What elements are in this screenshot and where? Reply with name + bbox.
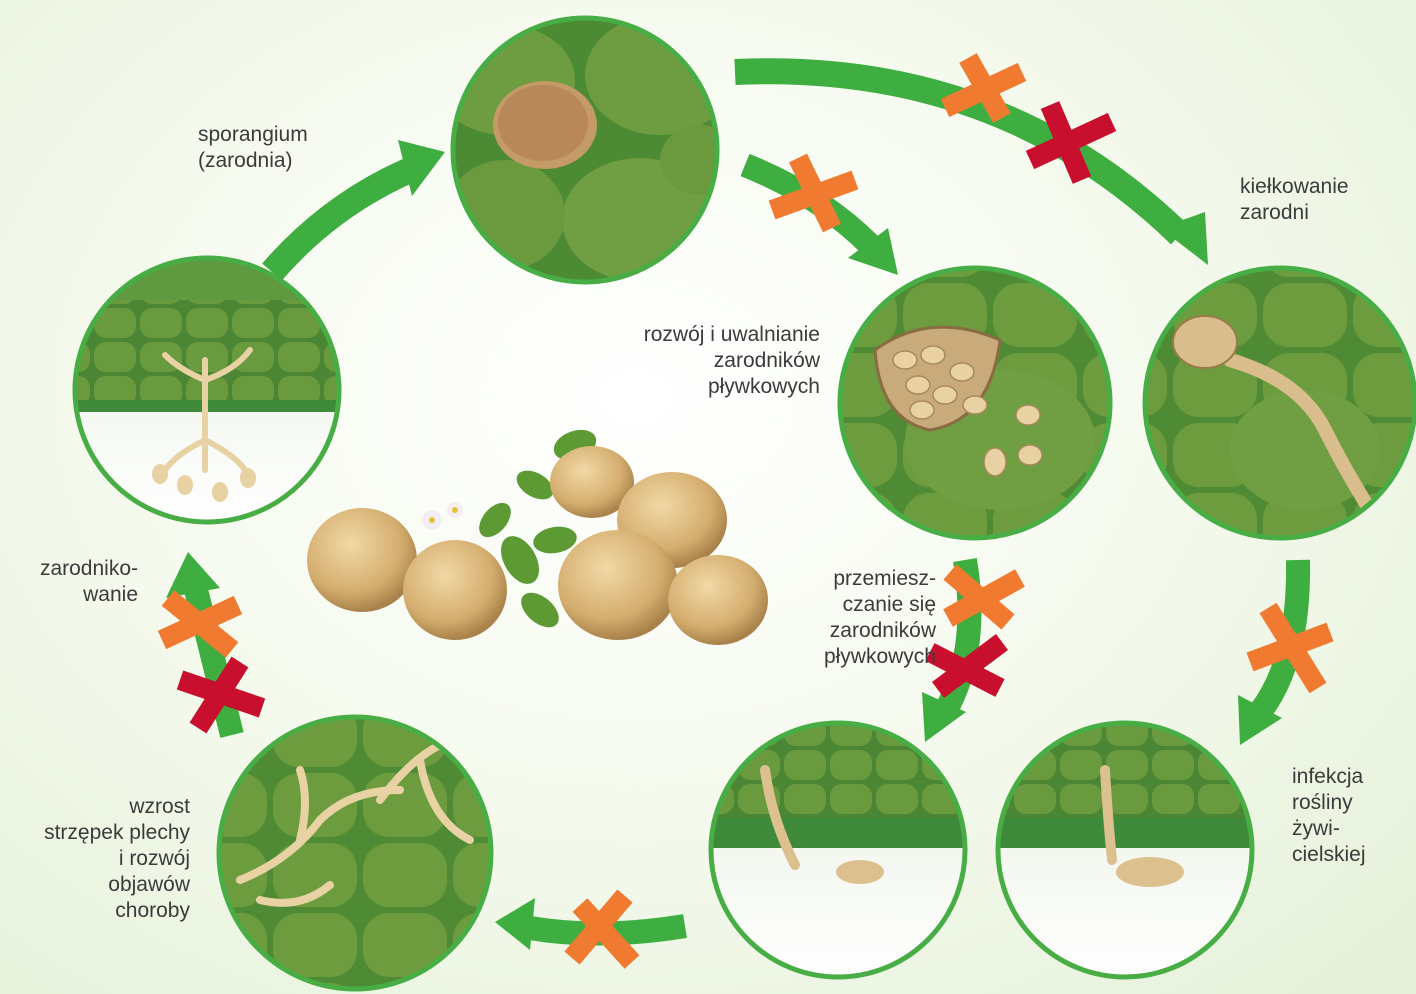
label-host-infection: infekcja rośliny żywi- cielskiej [1292, 764, 1366, 868]
label-line: żywi- [1292, 816, 1366, 842]
label-line: choroby [44, 898, 190, 924]
label-line: strzępek plechy [44, 820, 190, 846]
label-line: czanie się [824, 592, 936, 618]
circle-sporulation [75, 258, 340, 523]
label-line: cielskiej [1292, 842, 1366, 868]
germinating-sporangium-icon [1173, 316, 1237, 368]
circle-zoospore-release [835, 265, 1115, 545]
label-line: infekcja [1292, 764, 1366, 790]
circle-sporangium [435, 10, 740, 290]
potato-flowers [422, 502, 463, 530]
circle-infection [995, 720, 1255, 980]
potato-plant-image [307, 424, 768, 645]
label-line: rozwój i uwalnianie [644, 322, 820, 348]
label-line: wzrost [44, 794, 190, 820]
label-hyphae-growth: wzrost strzępek plechy i rozwój objawów … [44, 794, 190, 924]
label-line: przemiesz- [824, 566, 936, 592]
label-line: zarodników [644, 348, 820, 374]
label-line: rośliny [1292, 790, 1366, 816]
label-line: sporangium [198, 122, 308, 148]
label-zoospore-movement: przemiesz- czanie się zarodników pływkow… [824, 566, 936, 670]
label-sporangium: sporangium (zarodnia) [198, 122, 308, 174]
circle-germination [1140, 265, 1416, 545]
label-sporangium-germination: kiełkowanie zarodni [1240, 174, 1349, 226]
label-line: pływkowych [644, 374, 820, 400]
label-zoospore-release: rozwój i uwalnianie zarodników pływkowyc… [644, 322, 820, 400]
label-line: wanie [40, 582, 138, 608]
label-sporulation: zarodniko- wanie [40, 556, 138, 608]
label-line: pływkowych [824, 644, 936, 670]
circle-zoospore-penetration [708, 720, 968, 980]
label-line: zarodniko- [40, 556, 138, 582]
label-line: zarodników [824, 618, 936, 644]
label-line: (zarodnia) [198, 148, 308, 174]
label-line: kiełkowanie [1240, 174, 1349, 200]
label-line: i rozwój [44, 846, 190, 872]
appressorium-icon [1116, 857, 1184, 887]
label-line: zarodni [1240, 200, 1349, 226]
zoospore-cyst-icon [836, 860, 884, 884]
circle-hyphae-growth [215, 715, 495, 994]
label-line: objawów [44, 872, 190, 898]
